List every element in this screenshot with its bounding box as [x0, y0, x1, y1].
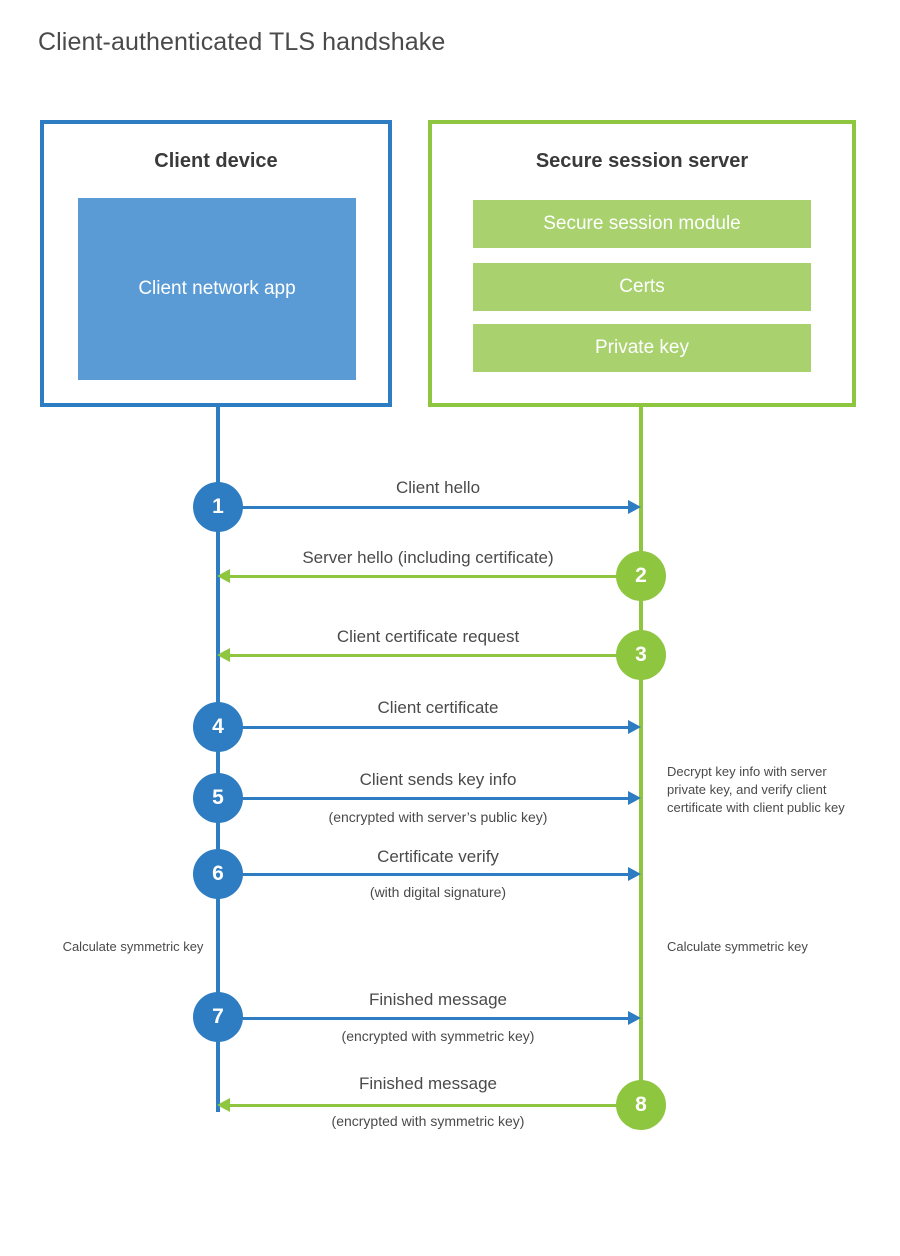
message-2-label: Server hello (including certificate)	[302, 548, 554, 567]
step-circle-3: 3	[616, 630, 666, 680]
step-circle-1: 1	[193, 482, 243, 532]
message-8-arrow-line	[230, 1104, 641, 1107]
message-2-arrow-head-left-icon	[217, 569, 230, 583]
message-5-label: Client sends key info	[359, 770, 517, 789]
message-1-label: Client hello	[395, 478, 481, 497]
message-3-label: Client certificate request	[336, 627, 520, 646]
message-3-arrow-line	[230, 654, 641, 657]
server-block-certs: Certs	[473, 263, 811, 311]
message-8-sublabel: (encrypted with symmetric key)	[331, 1113, 525, 1129]
message-1-arrow-line	[218, 506, 628, 509]
step-circle-7: 7	[193, 992, 243, 1042]
message-6-arrow-line	[218, 873, 628, 876]
note-server-calculate-symmetric-key: Calculate symmetric key	[667, 939, 808, 954]
server-block-private-key: Private key	[473, 324, 811, 372]
message-5-sublabel: (encrypted with server’s public key)	[328, 809, 548, 825]
message-8-label: Finished message	[359, 1074, 497, 1093]
message-3-arrow-head-left-icon	[217, 648, 230, 662]
server-lifeline	[639, 407, 643, 1105]
note-server-decrypt-key-info: Decrypt key info with server private key…	[667, 764, 845, 815]
message-6-sublabel: (with digital signature)	[369, 884, 507, 900]
client-lifeline	[216, 407, 220, 1112]
step-circle-5: 5	[193, 773, 243, 823]
message-7-arrow-head-right-icon	[628, 1011, 641, 1025]
secure-session-server-title: Secure session server	[535, 150, 749, 172]
page-title: Client-authenticated TLS handshake	[38, 28, 446, 56]
server-block-secure-session-module: Secure session module	[473, 200, 811, 248]
message-2-arrow-line	[230, 575, 641, 578]
message-6-label: Certificate verify	[377, 847, 499, 866]
message-7-arrow-line	[218, 1017, 628, 1020]
client-network-app-block: Client network app	[78, 198, 356, 380]
message-4-arrow-line	[218, 726, 628, 729]
message-4-label: Client certificate	[377, 698, 499, 717]
step-circle-4: 4	[193, 702, 243, 752]
step-circle-2: 2	[616, 551, 666, 601]
message-7-sublabel: (encrypted with symmetric key)	[341, 1028, 535, 1044]
message-8-arrow-head-left-icon	[217, 1098, 230, 1112]
message-4-arrow-head-right-icon	[628, 720, 641, 734]
client-device-title: Client device	[154, 150, 278, 172]
message-6-arrow-head-right-icon	[628, 867, 641, 881]
step-circle-6: 6	[193, 849, 243, 899]
message-1-arrow-head-right-icon	[628, 500, 641, 514]
message-5-arrow-head-right-icon	[628, 791, 641, 805]
step-circle-8: 8	[616, 1080, 666, 1130]
message-7-label: Finished message	[369, 990, 507, 1009]
message-5-arrow-line	[218, 797, 628, 800]
client-device-box: Client device Client network app	[40, 120, 392, 407]
secure-session-server-box: Secure session server Secure session mod…	[428, 120, 856, 407]
note-client-calculate-symmetric-key: Calculate symmetric key	[62, 939, 204, 954]
